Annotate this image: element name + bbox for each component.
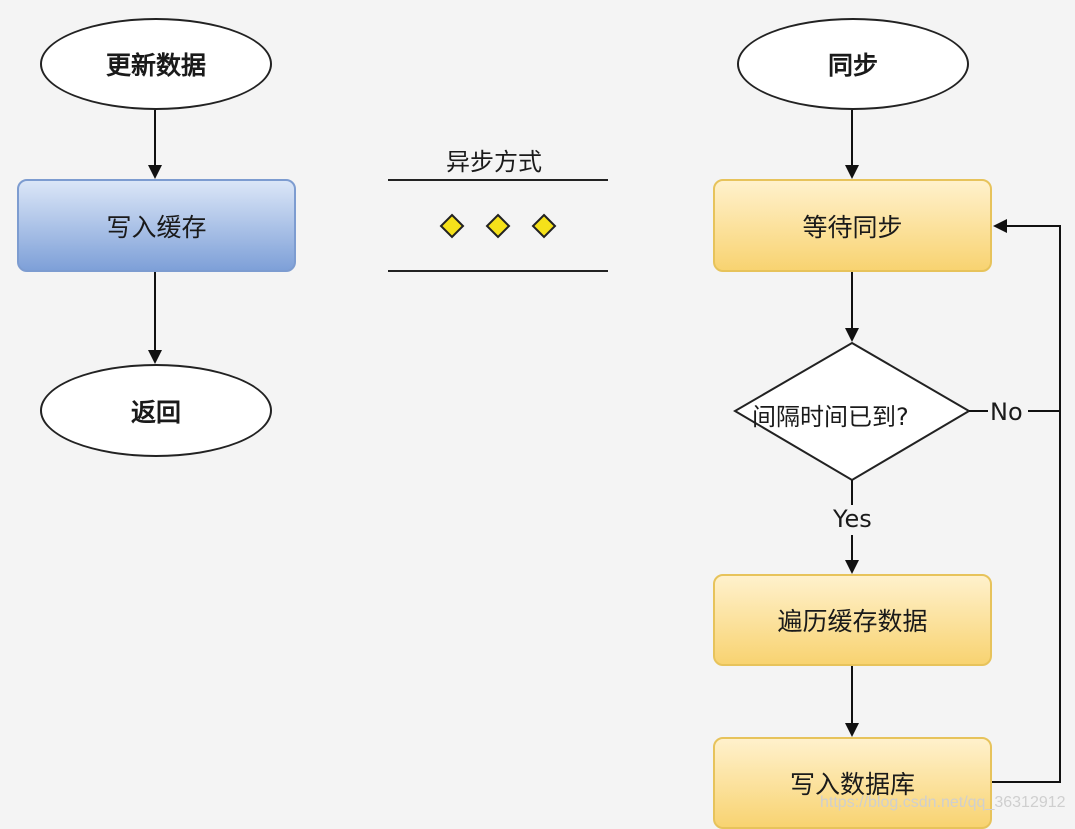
sync-start-node: 同步 [737, 18, 969, 110]
no-label: No [990, 398, 1023, 426]
sync-start-label: 同步 [827, 51, 878, 80]
write-db-label: 写入数据库 [789, 770, 915, 799]
write-db-node: 写入数据库 [713, 737, 992, 829]
legend-diamond-3 [531, 213, 557, 239]
legend-diamond-2 [485, 213, 511, 239]
wait-sync-node: 等待同步 [713, 179, 992, 272]
start-update-data-label: 更新数据 [105, 51, 206, 80]
write-cache-node: 写入缓存 [17, 179, 296, 272]
arrow-no-loop [1028, 226, 1061, 412]
legend-diamond-1 [439, 213, 465, 239]
yes-label: Yes [833, 505, 872, 533]
return-node: 返回 [40, 364, 272, 457]
legend-title: 异步方式 [446, 148, 542, 176]
start-update-data-node: 更新数据 [40, 18, 272, 110]
arrow-write-db-loop [992, 219, 1061, 783]
wait-sync-label: 等待同步 [802, 212, 903, 242]
traverse-cache-label: 遍历缓存数据 [777, 607, 928, 636]
decision-label: 间隔时间已到? [752, 403, 909, 431]
traverse-cache-node: 遍历缓存数据 [713, 574, 992, 666]
return-label: 返回 [130, 397, 181, 427]
write-cache-label: 写入缓存 [106, 212, 207, 242]
watermark-text: https://blog.csdn.net/qq_36312912 [820, 794, 1066, 811]
